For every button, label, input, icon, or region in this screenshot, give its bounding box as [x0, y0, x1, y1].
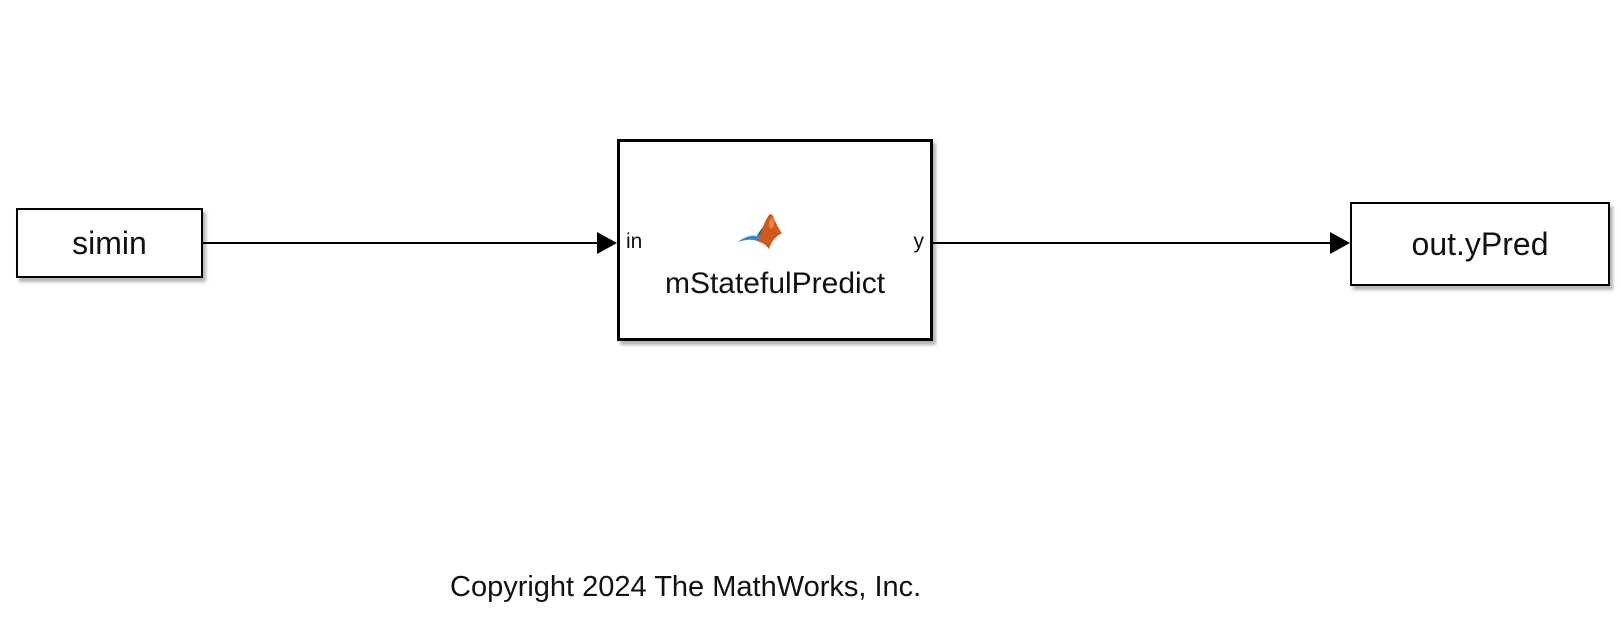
input-port-label: in	[626, 230, 643, 253]
block-mstatefulpredict-label: mStatefulPredict	[664, 267, 886, 300]
output-port-label: y	[913, 230, 925, 253]
block-out-ypred[interactable]: out.yPred	[1350, 202, 1610, 286]
signal-line-function-to-out[interactable]	[933, 242, 1330, 244]
signal-line-simin-to-function[interactable]	[203, 242, 597, 244]
copyright-annotation[interactable]: Copyright 2024 The MathWorks, Inc.	[450, 571, 922, 603]
block-out-ypred-label: out.yPred	[1411, 225, 1549, 262]
block-mstatefulpredict[interactable]: in y mStatefulPredict	[617, 139, 933, 341]
arrowhead-icon	[1330, 232, 1350, 254]
matlab-logo-icon	[737, 214, 783, 250]
arrowhead-icon	[597, 232, 617, 254]
block-simin-label: simin	[72, 224, 147, 261]
block-simin[interactable]: simin	[16, 208, 203, 278]
